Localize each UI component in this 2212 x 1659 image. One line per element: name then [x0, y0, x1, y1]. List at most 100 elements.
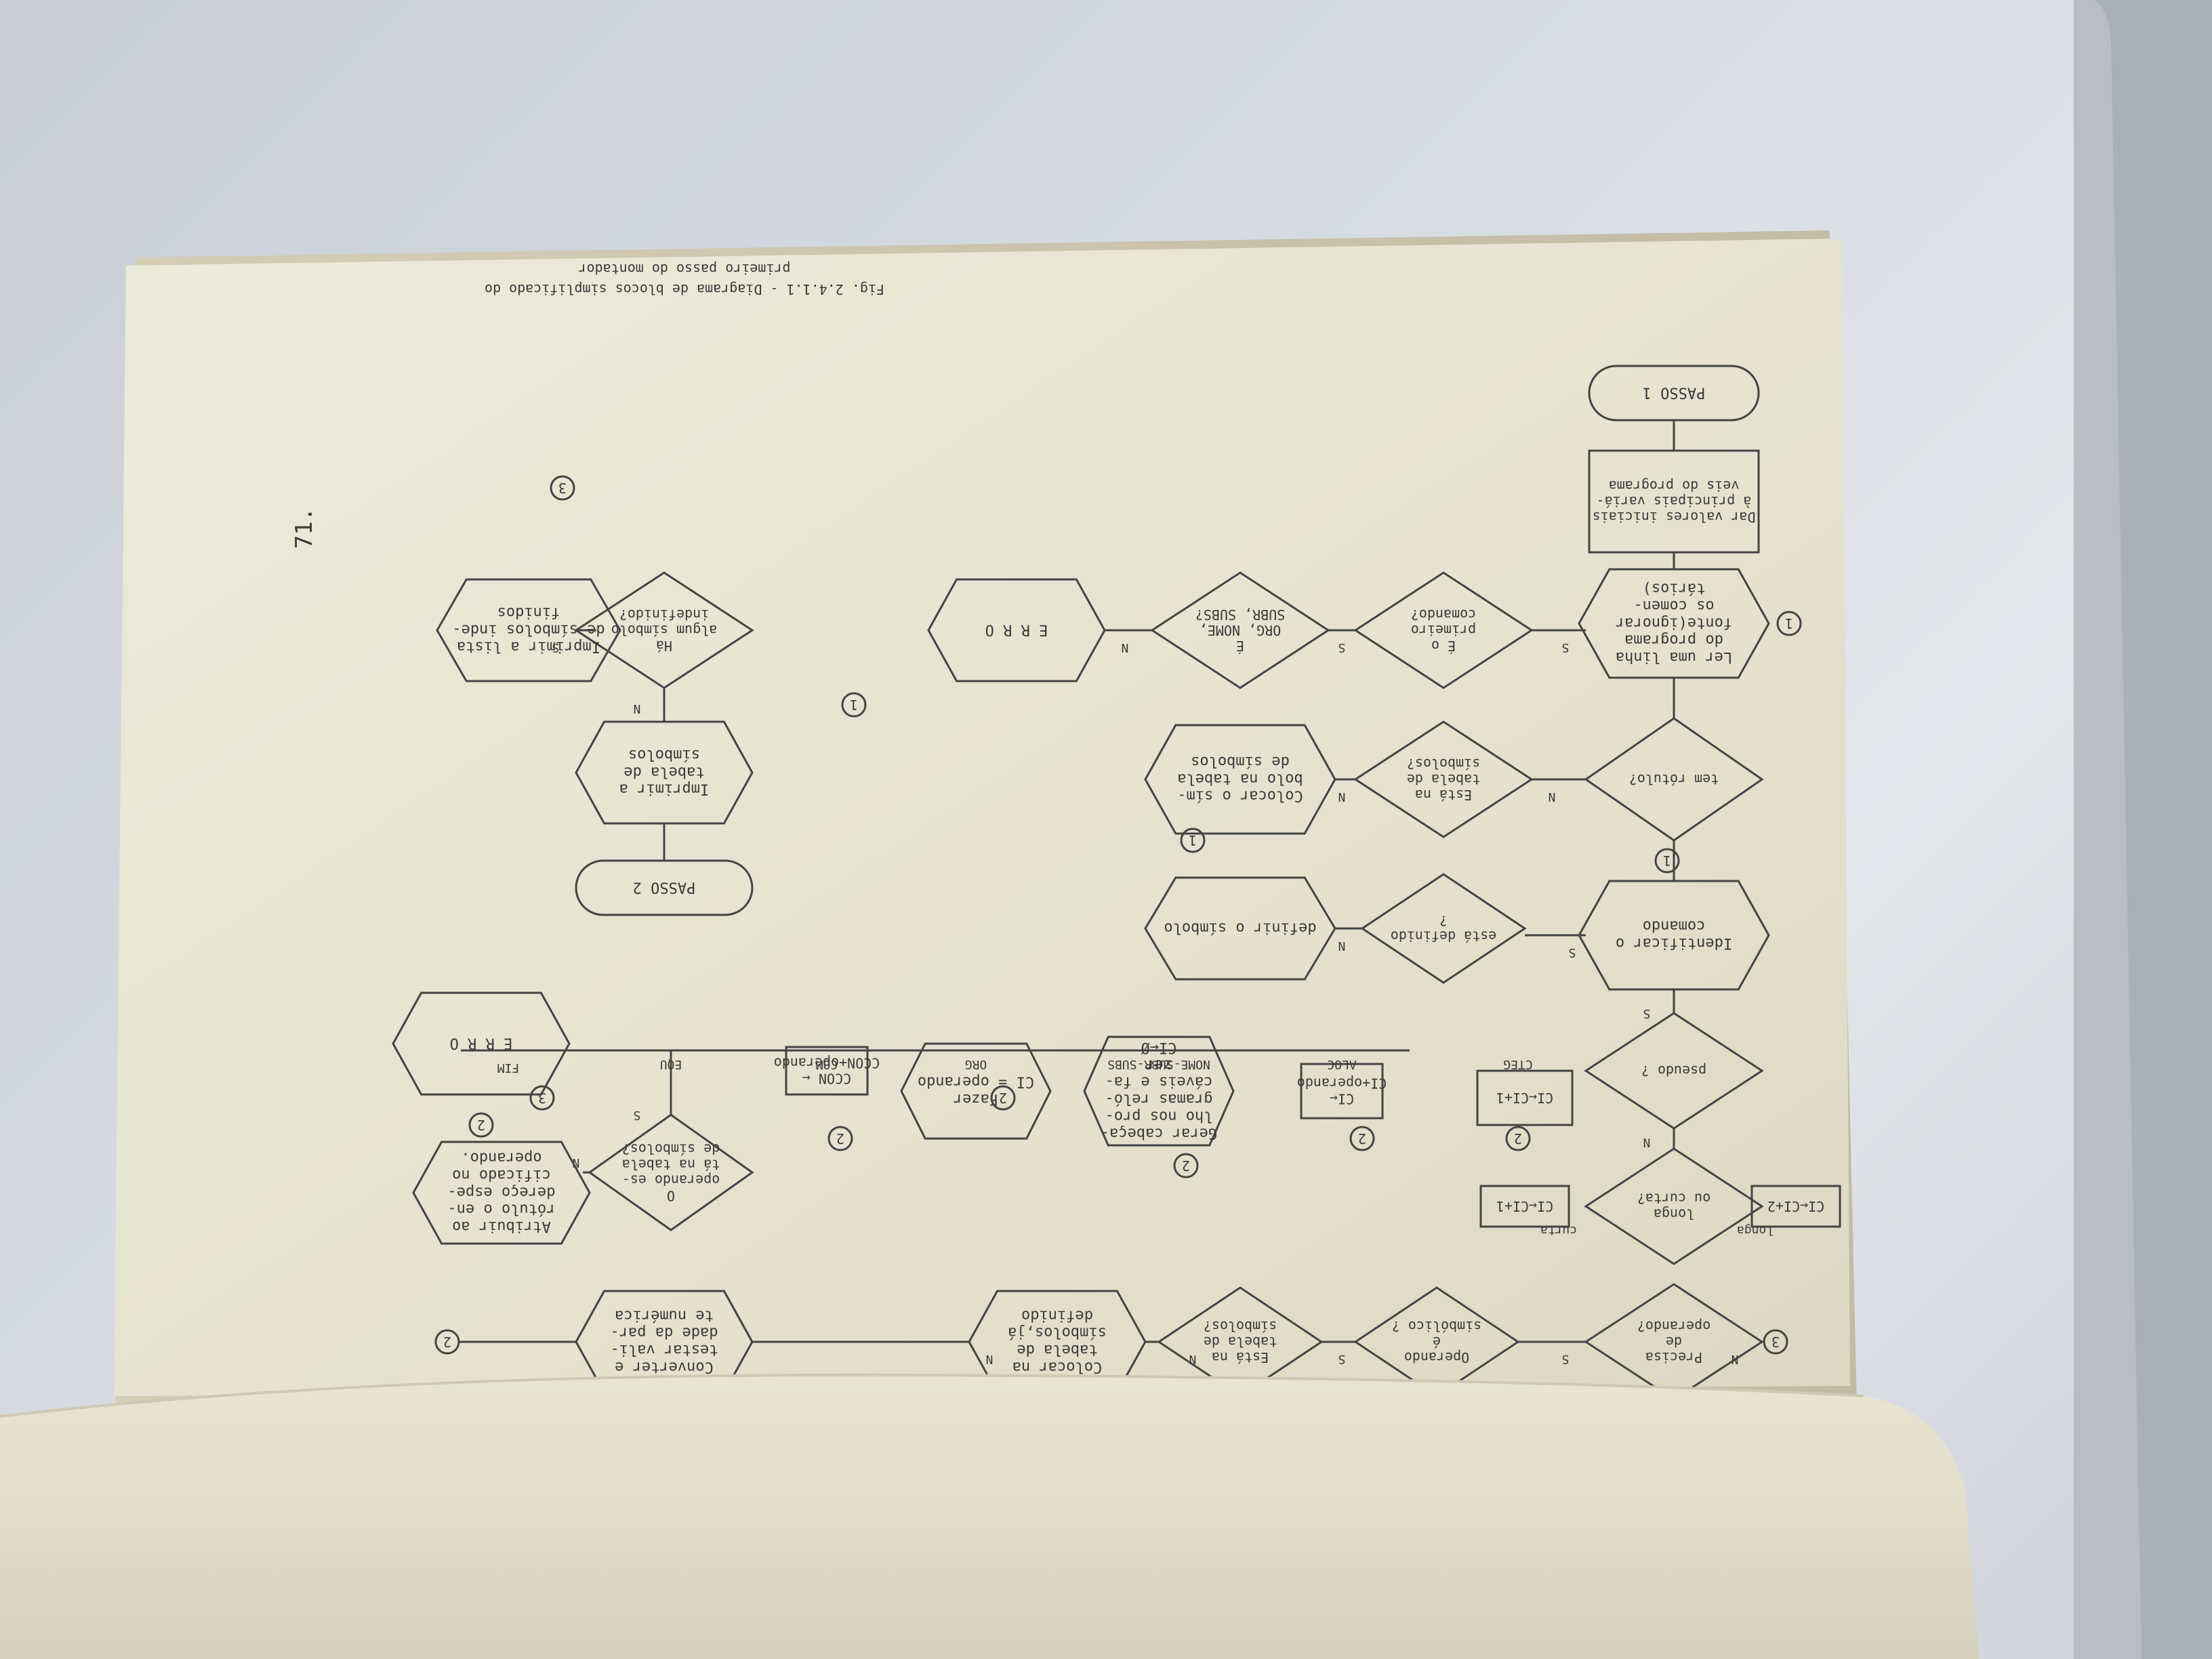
decision-long-short-text-line-1: ou curta? [1637, 1191, 1711, 1207]
decision-undefined-text-line-2: indefinido? [619, 607, 709, 623]
hex-ci-page-text-line-4: zer [1145, 1056, 1172, 1073]
hex-identify-text-line-1: comando [1643, 918, 1706, 935]
hex-identify [1578, 880, 1770, 991]
decision-symbolic [1353, 1286, 1520, 1397]
decision-in-table-2-text-line-0: Está na [1212, 1349, 1269, 1366]
label-cteg: CTEG [1503, 1057, 1532, 1071]
connector-2-short [1505, 1126, 1531, 1151]
mark-no-needs: N [1732, 1352, 1739, 1366]
connector-2-erro-text-line-0: 2 [477, 1117, 485, 1133]
mark-yes-needs: S [1562, 1352, 1570, 1366]
hex-identify-text-line-0: Identificar o [1616, 935, 1732, 951]
connector-2-alloc-text-line-0: 2 [1358, 1130, 1366, 1147]
hex-define-symbol-text-line-0: definir o símbolo [1164, 919, 1316, 936]
hex-print-table-text-line-1: tabela de [623, 763, 704, 780]
hex-print-undefined-text-line-2: finidos [497, 604, 560, 621]
hex-put-in-table-text-line-1: tabela de [1017, 1341, 1097, 1358]
hex-assign-label [412, 1141, 591, 1245]
hex-put-in-table-text-line-3: definido [1021, 1307, 1093, 1324]
caption-line-2: primeiro passo do montador [578, 261, 790, 277]
book-page [114, 239, 1850, 1396]
box-ci-long-text-line-0: CI←CI+2 [1767, 1198, 1824, 1214]
decision-in-table-2 [1157, 1286, 1324, 1397]
hex-print-table-text-line-2: símbolos [628, 746, 700, 763]
label-longa: longa [1737, 1223, 1774, 1237]
box-initial-values-text-line-2: veis do programa [1609, 478, 1740, 494]
decision-needs-operand-text-line-0: Precisa [1645, 1349, 1702, 1366]
mark-yes-symbolic: S [1338, 1352, 1346, 1366]
mark-yes-pseudo: S [1643, 1006, 1651, 1021]
hex-assign-label-text-line-3: cificado no [452, 1166, 551, 1183]
connector-2-ccon-text-line-0: 2 [836, 1130, 844, 1147]
hex-assign-label-text-line-1: rótulo o en- [448, 1201, 556, 1218]
decision-symbolic-text-line-0: Operando [1404, 1349, 1469, 1366]
connector-3-needs-text-line-0: 3 [1771, 1334, 1780, 1350]
mark-no-table: N [1338, 790, 1346, 804]
box-ccon [785, 1046, 869, 1096]
hex-print-undefined-text-line-0: Imprimir a lista [457, 638, 600, 655]
hex-print-table-text-line-0: Imprimir a [619, 781, 709, 798]
connector-2-ci-text-line-0: 2 [999, 1090, 1007, 1106]
label-aloc: ALOC [1327, 1057, 1356, 1071]
page-number: 71. [291, 508, 318, 549]
terminal-passo-1-text-line-0: PASSO 1 [1643, 384, 1706, 401]
label-org: ORG [965, 1057, 987, 1071]
hex-ci-page-text-line-5: CI←Ø [1141, 1039, 1177, 1056]
label-com: COM [816, 1057, 838, 1071]
decision-pseudo-text-line-0: pseudo ? [1641, 1063, 1706, 1079]
connector-1-mid-text-line-0: 1 [1663, 853, 1671, 869]
decision-org-text-line-2: SUBR, SUBS? [1195, 607, 1285, 623]
mark-no-symbolic: N [1189, 1352, 1197, 1366]
hex-print-undefined [436, 578, 621, 682]
mark-no-operand: N [573, 1155, 580, 1170]
hex-put-in-table-text-line-2: símbolos,já [1008, 1324, 1107, 1341]
connector-1-mid [1654, 848, 1680, 874]
decision-in-table-text-line-1: tabela de [1407, 771, 1480, 787]
hex-erro-right-text-line-0: E R R O [450, 1034, 513, 1051]
connector-2-ccon [827, 1126, 853, 1151]
mark-no-defined: N [1338, 939, 1346, 953]
hex-put-symbol-text-line-0: Colocar o sím- [1177, 787, 1303, 804]
box-ccon-text-line-1: CCON+operando [774, 1055, 880, 1071]
connector-1-top-text-line-0: 1 [1785, 615, 1793, 632]
hex-convert-value-text-line-1: testar vali- [611, 1341, 718, 1358]
connector-3-fim [529, 1085, 555, 1111]
mark-yes-undefined: S [552, 640, 560, 655]
connector-3-end [550, 475, 575, 501]
connector-1-top [1776, 611, 1802, 636]
decision-needs-operand-text-line-1: de [1666, 1334, 1682, 1350]
label-nome-subr-subs: NOME-SUBR-SUBS [1107, 1057, 1210, 1071]
box-ci-alloc-text-line-1: CI+operando [1297, 1076, 1387, 1092]
decision-symbolic-text-line-1: é [1433, 1334, 1441, 1350]
label-curta: curta [1540, 1223, 1577, 1237]
label-equ: EQU [660, 1057, 682, 1071]
connector-2-convert-text-line-0: 2 [443, 1334, 451, 1350]
box-ci-alloc-text-line-0: CI← [1330, 1091, 1354, 1107]
label-fim: FIM [497, 1061, 520, 1075]
box-initial-values-text-line-0: Dar valores iniciais [1593, 509, 1756, 525]
decision-undefined [574, 571, 754, 689]
decision-operand-in-table-text-line-1: operando es- [622, 1172, 720, 1189]
mark-yes-operand: S [634, 1108, 641, 1122]
hex-ci-equal-text-line-1: CI = operando [918, 1073, 1034, 1090]
hex-ci-page [1083, 1036, 1235, 1147]
decision-first-command-text-line-1: primeiro [1411, 622, 1476, 638]
hex-erro-left-text-line-0: E R R O [985, 621, 1048, 638]
hex-read-line-text-line-0: Ler uma linha [1616, 649, 1732, 665]
decision-operand-in-table-text-line-2: tá na tabela [622, 1157, 720, 1173]
mark-no-label: N [1549, 790, 1556, 804]
curl-edge [0, 1373, 1864, 1418]
mark-no-pseudo: N [1643, 1135, 1651, 1149]
decision-needs-operand-text-line-2: operando? [1637, 1318, 1711, 1334]
decision-long-short-text-line-0: longa [1654, 1206, 1694, 1223]
connector-1-erro-text-line-0: 1 [850, 697, 858, 713]
hex-convert-value-text-line-3: te numérica [615, 1307, 714, 1324]
hex-put-symbol-text-line-1: bolo na tabela [1177, 770, 1303, 787]
box-ci-curta [1479, 1185, 1570, 1228]
decision-first-command-text-line-2: comando? [1411, 607, 1476, 623]
decision-org-text-line-0: É [1236, 638, 1244, 654]
connector-2-page-text-line-0: 2 [1182, 1158, 1190, 1174]
decision-in-table [1353, 720, 1534, 838]
connector-1-define-text-line-0: 1 [1189, 832, 1197, 848]
